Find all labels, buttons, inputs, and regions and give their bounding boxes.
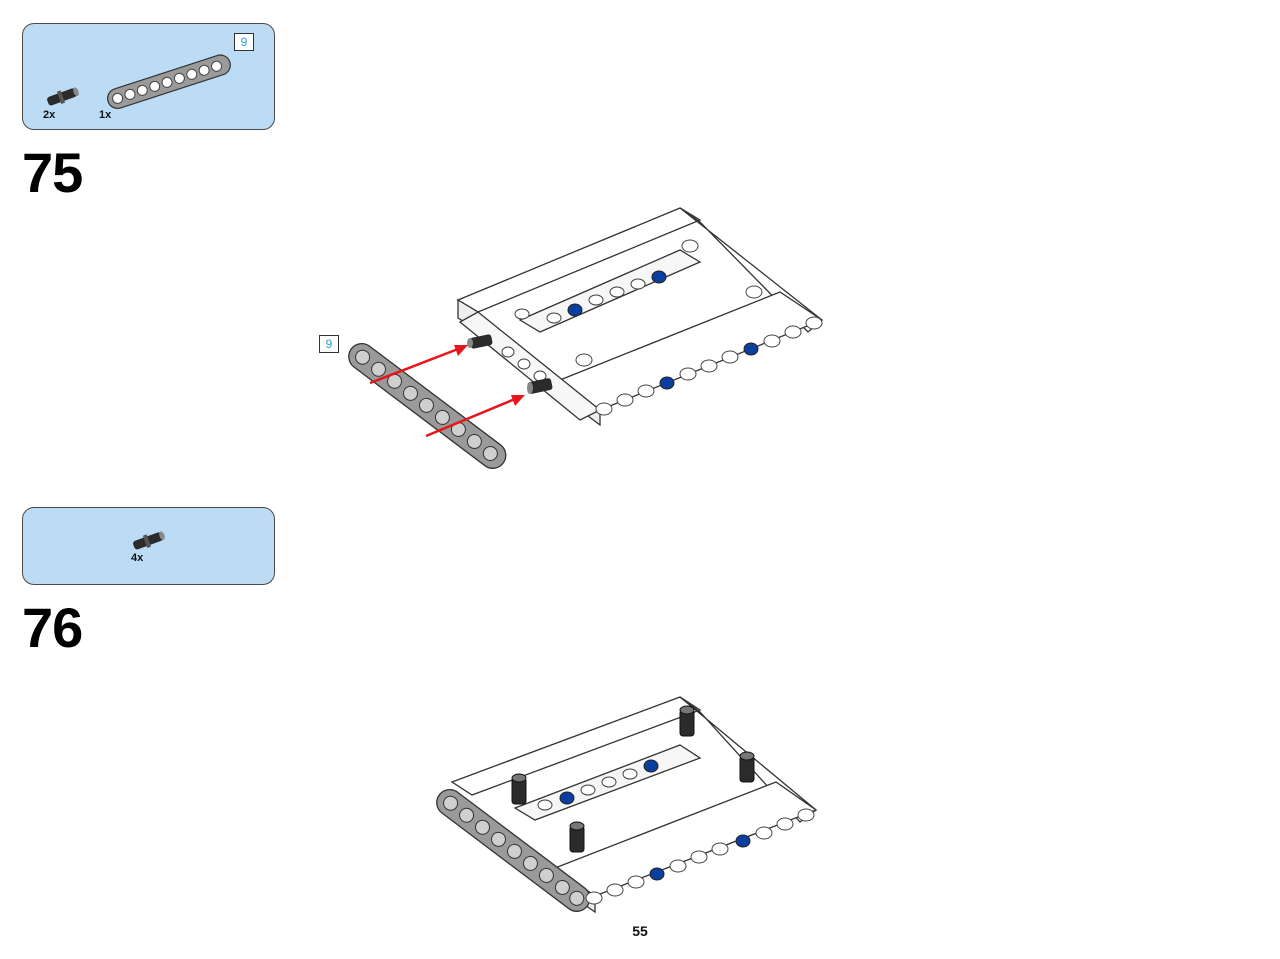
- beam-length-badge: 9: [319, 335, 339, 353]
- upright-pin-connectors: [511, 705, 755, 853]
- liftarm-beam-icon: [107, 54, 231, 110]
- step-76-parts-callout: 4x: [22, 507, 275, 585]
- beam-length-badge: 9: [234, 33, 254, 51]
- page-number: 55: [632, 923, 648, 939]
- inserted-pin-connectors: [467, 334, 553, 394]
- pin-connector-icon: [133, 531, 165, 550]
- step-number: 76: [22, 596, 83, 659]
- front-beam-holes: [595, 316, 823, 416]
- pin-connector-icon: [47, 87, 79, 106]
- step-75-parts-callout: 2x 1x 9: [22, 23, 275, 130]
- part-quantity: 2x: [43, 109, 56, 121]
- part-quantity: 4x: [131, 552, 144, 564]
- step-number: 75: [22, 141, 83, 204]
- assembly-arrows: [369, 345, 525, 438]
- part-quantity: 1x: [99, 109, 112, 121]
- attached-liftarm-beam: [436, 788, 591, 912]
- blue-axle-pins: [567, 270, 759, 390]
